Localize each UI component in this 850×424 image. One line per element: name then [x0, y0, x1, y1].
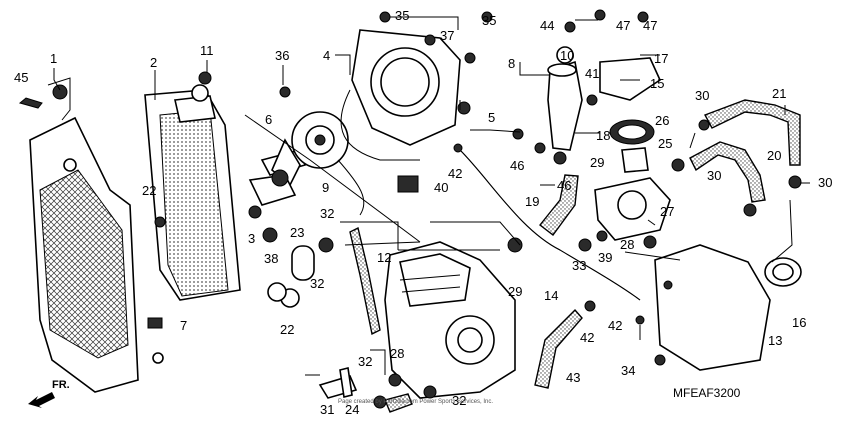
callout-42: 42: [608, 318, 622, 333]
front-arrow-icon: FR.: [28, 379, 70, 408]
callout-23: 23: [290, 225, 304, 240]
callout-44: 44: [540, 18, 554, 33]
radiator-core: [144, 84, 241, 301]
leader-lines: [47, 16, 810, 376]
callout-1: 1: [50, 51, 57, 66]
callout-46: 46: [510, 158, 524, 173]
callout-7: 7: [180, 318, 187, 333]
fan-shroud: [340, 29, 461, 161]
callout-2: 2: [150, 55, 157, 70]
callout-46: 46: [557, 178, 571, 193]
callout-42: 42: [448, 166, 462, 181]
callout-34: 34: [621, 363, 635, 378]
direction-label: FR.: [52, 379, 70, 391]
fan-relay: [397, 175, 419, 193]
callout-10: 10: [560, 48, 574, 63]
callout-21: 21: [772, 86, 786, 101]
callout-15: 15: [650, 76, 664, 91]
callout-45: 45: [14, 70, 28, 85]
reserve-tank: [654, 244, 802, 371]
callout-4: 4: [323, 48, 330, 63]
callout-16: 16: [792, 315, 806, 330]
callout-39: 39: [598, 250, 612, 265]
callout-18: 18: [596, 128, 610, 143]
callout-40: 40: [434, 180, 448, 195]
callout-11: 11: [200, 43, 214, 58]
coolant-hoses: [349, 99, 801, 413]
callout-3: 3: [248, 231, 255, 246]
callout-35: 35: [395, 8, 409, 23]
callout-43: 43: [566, 370, 580, 385]
callout-31: 31: [320, 402, 334, 417]
callout-42: 42: [580, 330, 594, 345]
callout-38: 38: [264, 251, 278, 266]
callout-19: 19: [525, 194, 539, 209]
callout-30: 30: [818, 175, 832, 190]
cooling-fan: [248, 138, 307, 206]
callout-17: 17: [654, 51, 668, 66]
callout-12: 12: [377, 250, 391, 265]
footnote: Page created by Partzilla.com Power Spor…: [338, 399, 493, 405]
thermostat-housing-parts: [547, 57, 671, 241]
callout-6: 6: [265, 112, 272, 127]
bypass-pipe: [459, 149, 641, 301]
callout-24: 24: [345, 402, 359, 417]
radiator-grille: [29, 116, 164, 393]
callout-13: 13: [768, 333, 782, 348]
callout-47: 47: [616, 18, 630, 33]
callout-30: 30: [695, 88, 709, 103]
callout-22: 22: [142, 183, 156, 198]
callout-35: 35: [482, 13, 496, 28]
callout-30: 30: [707, 168, 721, 183]
callout-26: 26: [655, 113, 669, 128]
callout-32: 32: [452, 393, 466, 408]
callout-28: 28: [390, 346, 404, 361]
callout-33: 33: [572, 258, 586, 273]
callout-32: 32: [358, 354, 372, 369]
callout-29: 29: [590, 155, 604, 170]
callout-20: 20: [767, 148, 781, 163]
callout-14: 14: [544, 288, 558, 303]
callout-25: 25: [658, 136, 672, 151]
callout-27: 27: [660, 204, 674, 219]
callout-28: 28: [620, 237, 634, 252]
callout-8: 8: [508, 56, 515, 71]
callout-37: 37: [440, 28, 454, 43]
callout-32: 32: [310, 276, 324, 291]
callout-22: 22: [280, 322, 294, 337]
callout-41: 41: [585, 66, 599, 81]
callout-29: 29: [508, 284, 522, 299]
callout-9: 9: [322, 180, 329, 195]
callout-32: 32: [320, 206, 334, 221]
callout-36: 36: [275, 48, 289, 63]
callout-5: 5: [488, 110, 495, 125]
engine-block: [384, 241, 516, 399]
figure-code: MFEAF3200: [673, 386, 741, 400]
fittings: [18, 9, 802, 409]
callout-47: 47: [643, 18, 657, 33]
